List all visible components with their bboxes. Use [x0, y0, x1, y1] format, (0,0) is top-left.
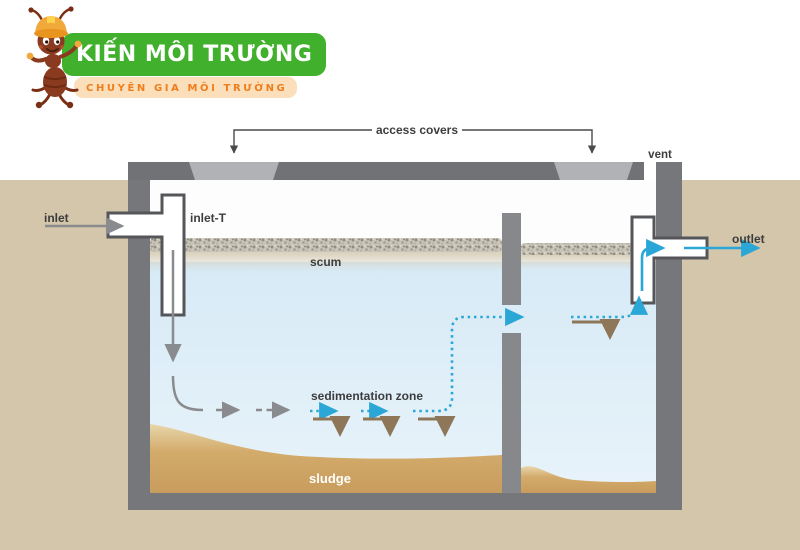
scum-crust: [521, 243, 633, 255]
baffle-wall-upper: [502, 213, 521, 305]
settling-arrow: [363, 416, 401, 437]
scum-layer: [150, 238, 633, 272]
clarified-flow-arrows: [310, 238, 761, 421]
vent-gap: [644, 162, 656, 180]
sludge-layer-chamber1: [150, 424, 502, 493]
label-sedimentation-zone: sedimentation zone: [311, 389, 423, 403]
access-cover-left: [189, 162, 279, 180]
brand-tagline-badge: CHUYÊN GIA MÔI TRƯỜNG: [74, 77, 298, 98]
inlet-flow-arrows: [45, 217, 291, 419]
scum-crust: [150, 238, 502, 252]
sludge-layer-chamber2: [521, 466, 656, 493]
leader-line-left: [229, 129, 372, 154]
leader-line-right: [462, 129, 597, 154]
access-covers-leaders: [229, 129, 597, 154]
scum-fade: [150, 250, 502, 272]
label-sludge: sludge: [309, 471, 351, 486]
flow-curve: [171, 375, 204, 412]
label-scum: scum: [310, 255, 341, 269]
settling-arrow: [418, 416, 456, 437]
scum-fade: [521, 253, 633, 270]
label-vent: vent: [648, 149, 672, 161]
settling-arrow: [572, 319, 621, 340]
settling-arrow: [313, 416, 351, 437]
label-access-covers: access covers: [376, 123, 458, 137]
inlet-tee-pipe: [106, 193, 186, 317]
flow-arrow-blue-to-outlet: [571, 295, 649, 319]
brand-logo: KIẾN MÔI TRƯỜNG CHUYÊN GIA MÔI TRƯỜNG: [0, 0, 327, 112]
brand-name-badge: KIẾN MÔI TRƯỜNG: [62, 33, 327, 76]
baffle-wall-lower: [502, 333, 521, 493]
access-cover-right: [554, 162, 633, 180]
ant-mascot-icon: [26, 6, 82, 109]
flow-arrow-blue-in-pipe: [640, 238, 666, 291]
label-inlet-t: inlet-T: [190, 211, 227, 225]
label-inlet: inlet: [44, 211, 69, 225]
settling-arrows: [313, 319, 621, 437]
label-outlet: outlet: [732, 232, 765, 246]
